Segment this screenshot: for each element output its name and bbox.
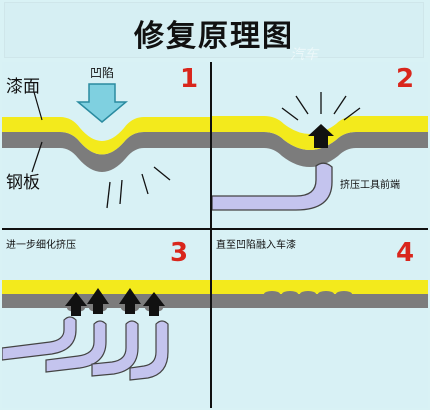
push-arrow-icon [119,288,141,314]
label-dent: 凹陷 [90,66,115,80]
tools [2,316,169,381]
caption-refine: 进一步细化挤压 [6,240,76,251]
step-number-1: 1 [180,64,199,94]
paint-layer [212,280,428,294]
push-arrows [65,288,165,316]
paint-layer [2,280,210,294]
panel-3-drawing [2,280,210,381]
step-number-2: 2 [396,64,415,94]
diagram-title: 修复原理图 [134,19,294,54]
panel-4-finished: 4 直至凹陷融入车漆 [212,230,428,408]
paint-layer [2,117,210,155]
tool-icon [129,320,169,381]
impact-lines [106,166,171,209]
force-rays [281,92,361,121]
step-number-4: 4 [396,238,415,268]
steel-panel [212,294,428,308]
panel-4-drawing [212,280,428,308]
push-arrow-icon [65,292,87,316]
panel-2-tool: 2 挤压工具前端 [212,62,428,230]
tool-icon [2,316,77,361]
tool-icon [91,320,139,377]
push-arrow-icon [308,124,334,148]
residual-ripples [264,291,352,297]
label-steel: 钢板 [6,173,40,193]
push-arrow-icon [87,288,109,314]
dent-arrow-icon [75,83,129,123]
panel-1-dent: 1 漆面 凹陷 钢板 [2,62,212,230]
panel-1-drawing [2,83,210,209]
caption-tool-tip: 挤压工具前端 [340,180,400,191]
push-arrow-icon [143,292,165,316]
panel-3-refine: 3 进一步细化挤压 [2,230,212,408]
step-number-3: 3 [170,238,189,268]
label-paint: 漆面 [6,77,40,97]
steel-panel [2,132,210,172]
tool-icon [212,162,333,211]
title-bar: 修复原理图 [4,2,424,58]
steel-panel [212,132,428,167]
watermark-logo: 汽车 [290,47,318,63]
tool-icon [45,320,107,373]
caption-finished: 直至凹陷融入车漆 [216,240,296,251]
steel-panel [2,294,210,308]
panel-2-drawing [212,92,428,211]
